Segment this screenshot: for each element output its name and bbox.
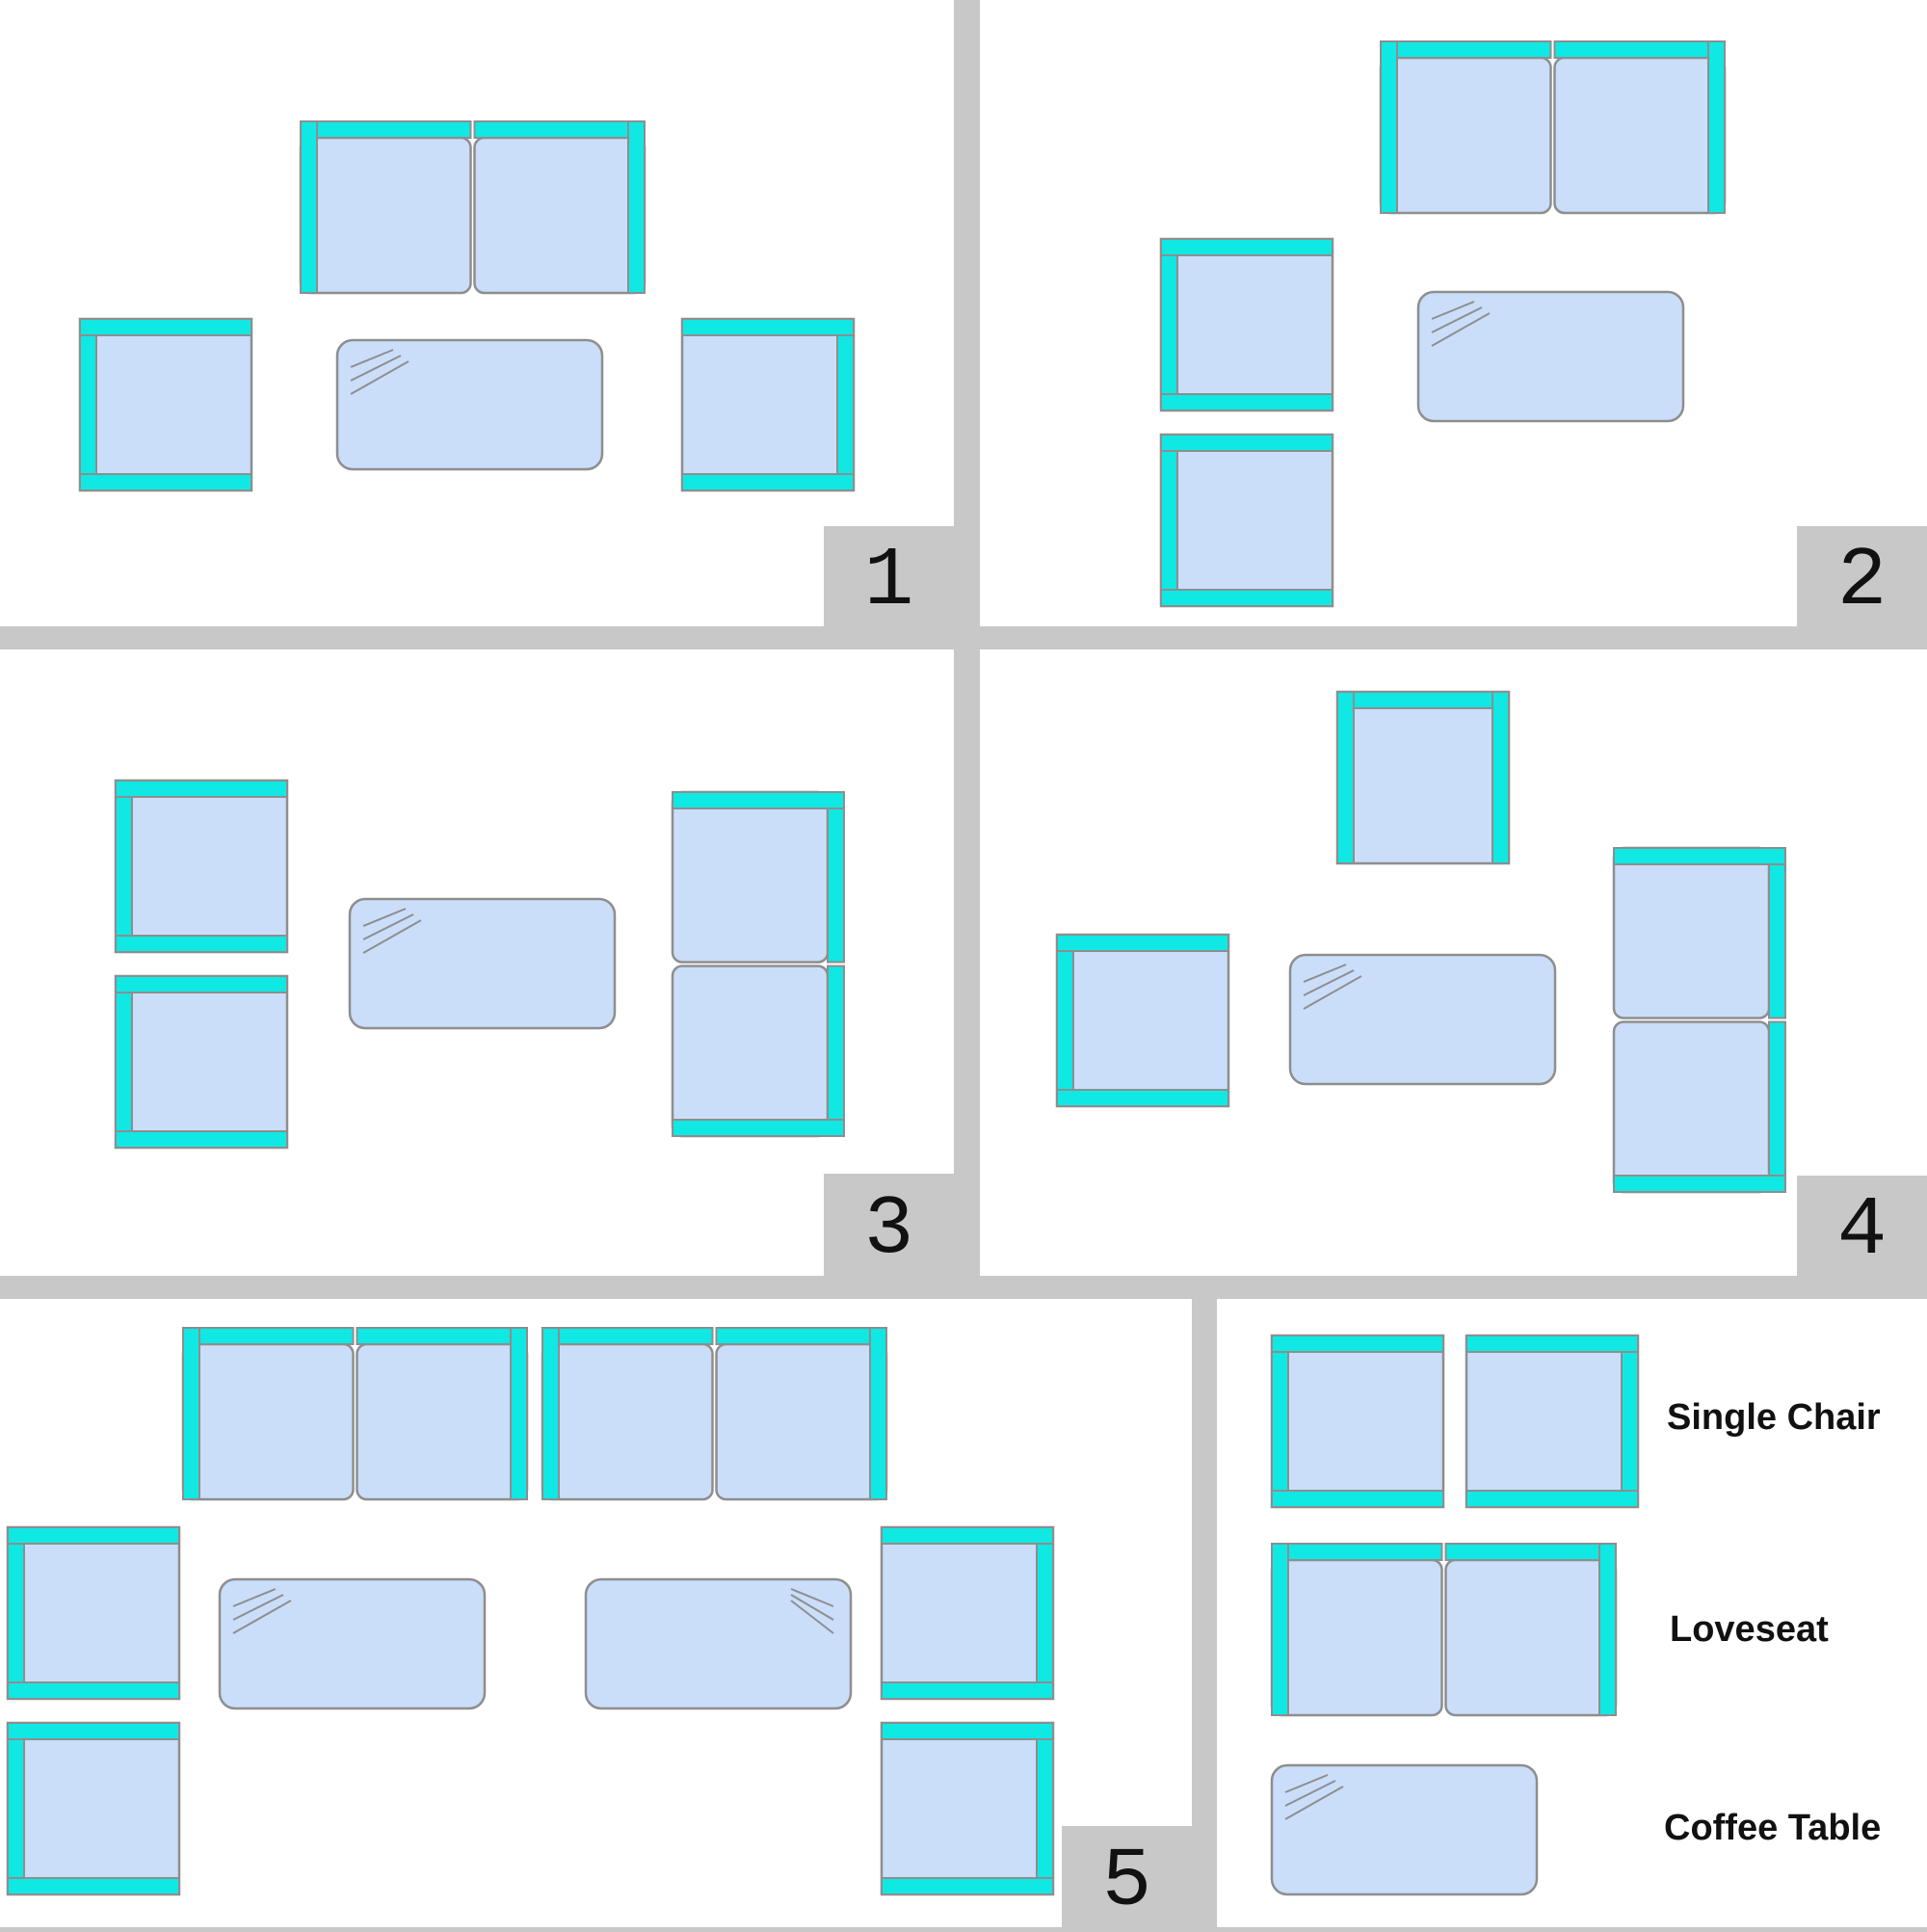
svg-text:1: 1	[864, 534, 914, 628]
svg-text:3: 3	[864, 1182, 914, 1277]
layout-5-loveseat-left	[181, 1327, 529, 1501]
svg-text:2: 2	[1837, 534, 1887, 628]
layout-2-chair-top	[1159, 237, 1334, 412]
legend-label-coffee-table: Coffee Table	[1664, 1808, 1882, 1848]
layout-2-coffee-table	[1416, 290, 1685, 423]
layout-3-chair-top	[114, 779, 289, 954]
layout-1-number-badge: 1	[824, 526, 954, 628]
layout-4-loveseat	[1612, 846, 1786, 1194]
layout-1-chair-left	[78, 317, 253, 492]
layout-4-chair-left	[1055, 933, 1230, 1108]
layout-5-chair-right-bottom	[880, 1721, 1055, 1896]
legend-single-chair-right	[1465, 1334, 1640, 1509]
legend-coffee-table	[1270, 1763, 1539, 1896]
layout-4-coffee-table	[1288, 953, 1557, 1086]
layout-2-loveseat	[1379, 40, 1727, 215]
panel-1	[0, 0, 954, 626]
layout-3-chair-bottom	[114, 974, 289, 1150]
legend-label-single-chair: Single Chair	[1667, 1397, 1881, 1438]
layout-5-coffee-table-left	[218, 1577, 487, 1710]
layout-2-chair-bottom	[1159, 433, 1334, 608]
legend-label-loveseat: Loveseat	[1670, 1609, 1829, 1650]
layout-1-chair-right	[680, 317, 856, 492]
layout-4-number-badge: 4	[1797, 1176, 1927, 1278]
layout-3-number-badge: 3	[824, 1174, 954, 1277]
layout-1-coffee-table	[335, 338, 604, 471]
legend-single-chair-left	[1270, 1334, 1445, 1509]
layout-2-number-badge: 2	[1797, 526, 1927, 628]
layout-5-chair-left-top	[6, 1525, 181, 1701]
layout-3-loveseat	[671, 790, 845, 1138]
legend-loveseat	[1270, 1543, 1618, 1717]
layout-5-chair-right-top	[880, 1525, 1055, 1701]
layout-4-chair-top	[1335, 690, 1511, 865]
layout-5-chair-left-bottom	[6, 1721, 181, 1896]
layout-5-number-badge: 5	[1062, 1826, 1192, 1929]
svg-text:4: 4	[1837, 1183, 1887, 1278]
layout-5-loveseat-right	[541, 1327, 888, 1501]
layout-1-loveseat	[299, 120, 647, 295]
layout-3-coffee-table	[348, 897, 617, 1030]
svg-text:5: 5	[1102, 1835, 1152, 1928]
layout-5-coffee-table-right	[584, 1577, 853, 1710]
